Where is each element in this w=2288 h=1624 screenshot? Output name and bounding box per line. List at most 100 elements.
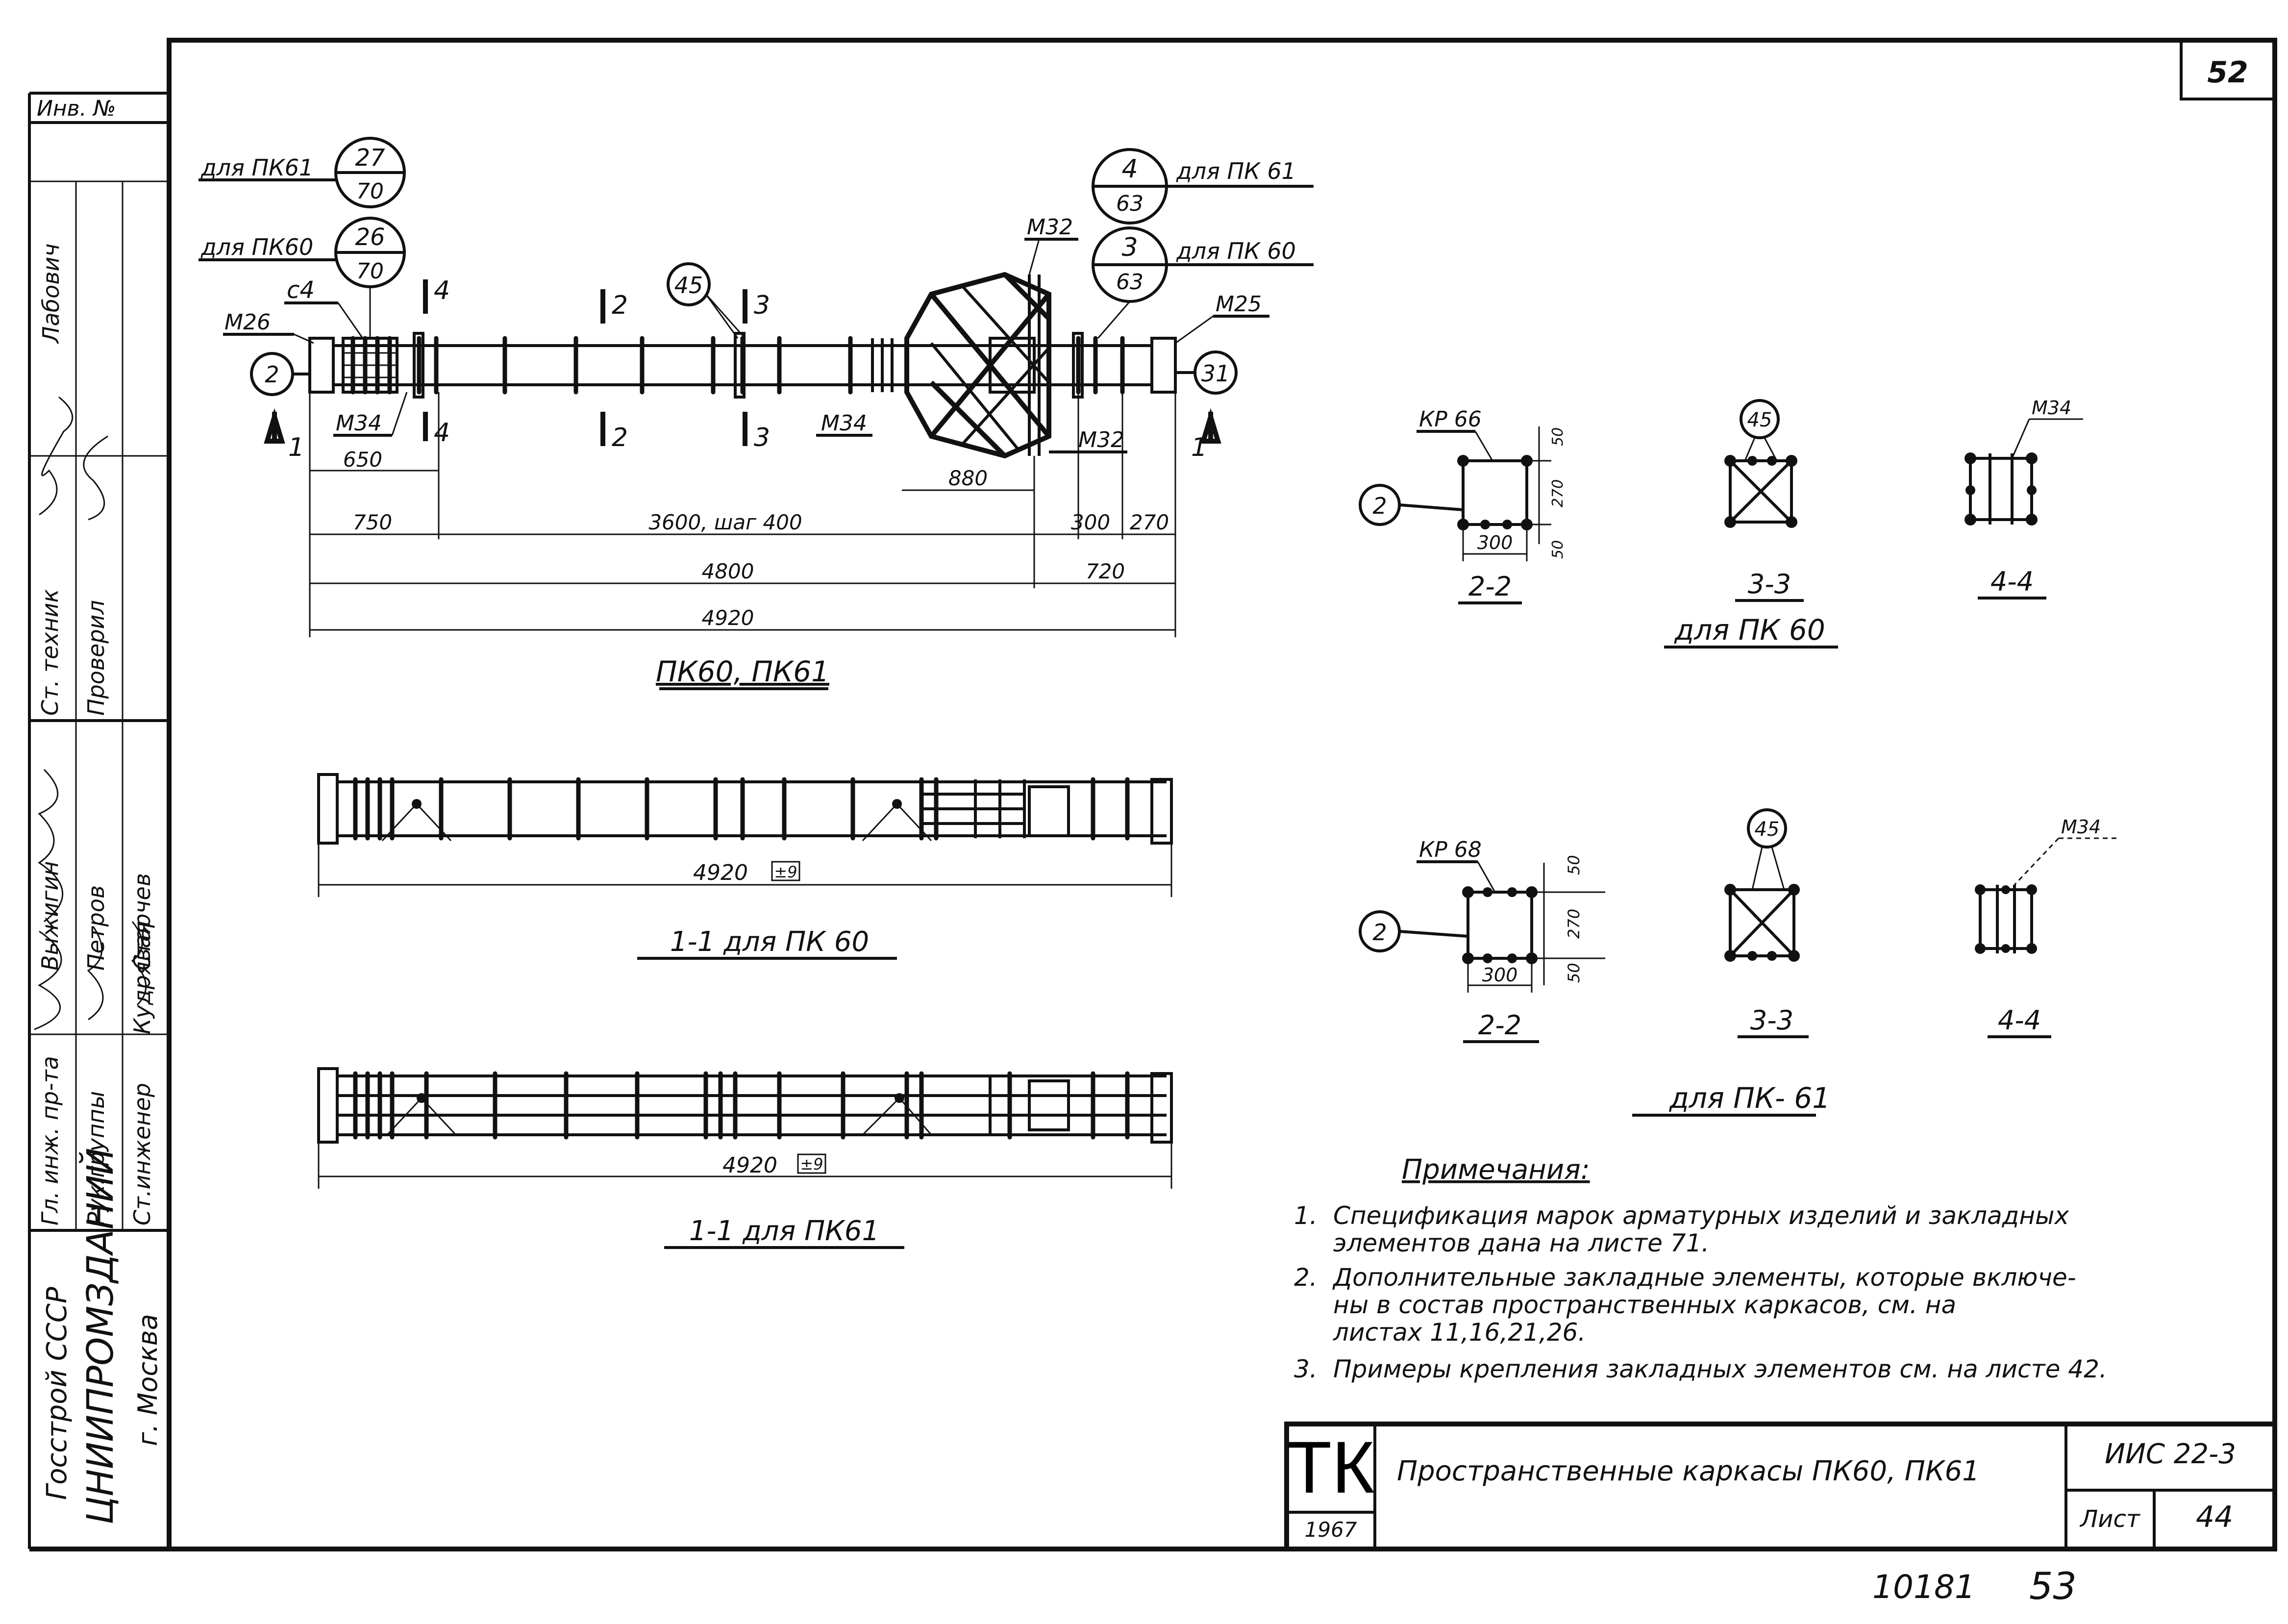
- kp66-label: КР 66: [1419, 407, 1482, 432]
- label-for-pk61-right: для ПК 61: [1176, 158, 1296, 184]
- title-year: 1967: [1305, 1518, 1357, 1542]
- org-gosstroy: Госстрой СССР: [41, 1287, 73, 1500]
- stamp-roles: Ст. техник Лабович Проверил Выжигин Гл. …: [37, 244, 155, 1225]
- pos2-pk60: 2: [1372, 493, 1387, 519]
- svg-text:650: 650: [343, 448, 382, 472]
- label-m26: М26: [224, 310, 271, 335]
- series-mark: ТК: [1287, 1426, 1374, 1508]
- cap22-pk61: 2-2: [1478, 1010, 1521, 1041]
- dim50a-pk61: 50: [1565, 855, 1583, 875]
- label-m32-top: М32: [1027, 215, 1073, 240]
- bubble-pos45: 45: [667, 262, 746, 339]
- end-plate-left: [308, 337, 335, 394]
- note2-line2: ны в состав пространственных каркасов, с…: [1333, 1291, 1956, 1319]
- stamp-role-glinzh: Гл. инж. пр-та: [37, 1056, 63, 1225]
- section61-length: 4920: [722, 1153, 777, 1178]
- svg-text:4: 4: [434, 276, 450, 305]
- m34-pk61: М34: [2061, 816, 2101, 838]
- section-marks: 4 4 2 2 3 3 1 1: [264, 276, 1221, 462]
- svg-text:63: 63: [1116, 270, 1144, 295]
- svg-text:63: 63: [1116, 191, 1144, 216]
- svg-text:3: 3: [754, 423, 770, 452]
- bubble-pos2-main: 2: [250, 352, 310, 396]
- section-1-1-pk60: 4920 ±9 1-1 для ПК 60: [317, 773, 1173, 960]
- stamp-role-group: Рук.группы: [83, 1091, 109, 1225]
- label-m32-bottom: М32: [1078, 427, 1124, 452]
- outer-frame: [167, 38, 2277, 1551]
- svg-text:300: 300: [1071, 510, 1110, 534]
- svg-text:26: 26: [355, 224, 385, 251]
- drawing-title: Пространственные каркасы ПК60, ПК61: [1397, 1455, 1980, 1487]
- svg-text:2: 2: [612, 423, 628, 452]
- pos45-pk60: 45: [1747, 409, 1772, 431]
- svg-text:2: 2: [612, 291, 628, 320]
- label-m25: М25: [1216, 292, 1262, 317]
- label-for-pk60-left: для ПК60: [200, 234, 313, 260]
- bubble-left-mid: 26 70: [334, 217, 406, 288]
- svg-text:750: 750: [353, 510, 392, 534]
- svg-text:2: 2: [265, 361, 279, 388]
- label-m34-mid: М34: [821, 411, 867, 436]
- stamp-name-kudryavaya: Кудрявая: [129, 921, 155, 1034]
- notes: Примечания: 1. Спецификация марок армату…: [1294, 1154, 2107, 1383]
- bubble-pos31: 31: [1175, 350, 1238, 395]
- label-c4: с4: [287, 276, 315, 304]
- group-caption-pk60: для ПК 60: [1674, 613, 1825, 647]
- dimensions-main: 650 880 750 3600, шаг 400 300 270 4800 7…: [309, 392, 1176, 637]
- dim300-pk61: 300: [1482, 964, 1518, 986]
- stamp-name-petrov: Петров: [83, 885, 109, 971]
- dim50a-pk60: 50: [1549, 427, 1567, 446]
- cross-sections-pk60: КР 66 2 300 50 270 50 2-2 45 3-3: [1359, 397, 2083, 649]
- inv-label: Инв. №: [37, 96, 116, 121]
- pos2-pk61: 2: [1372, 919, 1387, 946]
- svg-text:4: 4: [434, 418, 450, 448]
- group-caption-pk61: для ПК- 61: [1669, 1081, 1830, 1115]
- svg-text:720: 720: [1086, 559, 1125, 583]
- title-block: ТК 1967 Пространственные каркасы ПК60, П…: [1284, 1422, 2277, 1551]
- sheet-label: Лист: [2079, 1505, 2141, 1533]
- cap33-pk60: 3-3: [1748, 569, 1791, 600]
- svg-text:3: 3: [754, 291, 770, 320]
- pos45-pk61: 45: [1755, 818, 1780, 841]
- section60-tol: ±9: [774, 863, 797, 881]
- label-m34-left: М34: [336, 411, 382, 436]
- label-for-pk60-right: для ПК 60: [1176, 238, 1296, 264]
- main-caption: ПК60, ПК61: [656, 655, 829, 688]
- embedded-cage: [871, 272, 1051, 459]
- sheet-number-box: [2180, 39, 2276, 100]
- svg-text:1: 1: [288, 433, 304, 462]
- svg-text:270: 270: [1130, 510, 1169, 534]
- dim270-pk60: 270: [1549, 479, 1567, 507]
- section61-tol: ±9: [800, 1155, 823, 1174]
- org-city: г. Москва: [132, 1314, 163, 1446]
- stamp-name-labovich: Лабович: [38, 244, 64, 344]
- note1-line2: элементов дана на листе 71.: [1333, 1229, 1709, 1257]
- sheet-value: 44: [2196, 1500, 2233, 1534]
- section60-length: 4920: [693, 860, 748, 885]
- kp68-label: КР 68: [1419, 837, 1482, 862]
- footer-page-number: 53: [2029, 1564, 2077, 1608]
- section-1-1-pk61: 4920 ±9 1-1 для ПК61: [317, 1067, 1173, 1249]
- org-tsniiprom: ЦНИИПРОМЗДАНИЙ: [78, 1148, 122, 1524]
- svg-text:880: 880: [948, 466, 988, 490]
- note2-line3: листах 11,16,21,26.: [1333, 1318, 1586, 1347]
- label-for-pk61-left: для ПК61: [200, 154, 313, 181]
- svg-text:70: 70: [356, 259, 384, 284]
- dim300-pk60: 300: [1477, 532, 1513, 553]
- svg-text:3600, шаг 400: 3600, шаг 400: [648, 510, 802, 534]
- cap22-pk60: 2-2: [1468, 571, 1512, 602]
- svg-text:3: 3: [1121, 233, 1138, 262]
- svg-text:27: 27: [355, 144, 385, 172]
- series-code: ИИС 22-3: [2105, 1438, 2236, 1470]
- dim270-pk61: 270: [1565, 909, 1583, 939]
- cap44-pk60: 4-4: [1990, 566, 2034, 597]
- note2-num: 2.: [1294, 1263, 1318, 1292]
- cap33-pk61: 3-3: [1750, 1005, 1793, 1036]
- main-elevation: 4 4 2 2 3 3 1 1 27 70 для ПК61: [199, 137, 1314, 690]
- svg-text:4800: 4800: [702, 559, 754, 583]
- sheet-number: 52: [2207, 55, 2248, 90]
- stamp-role-st-tech: Ст. техник: [37, 589, 63, 716]
- dim50b-pk61: 50: [1565, 963, 1583, 983]
- note1-line1: Спецификация марок арматурных изделий и …: [1333, 1201, 2069, 1230]
